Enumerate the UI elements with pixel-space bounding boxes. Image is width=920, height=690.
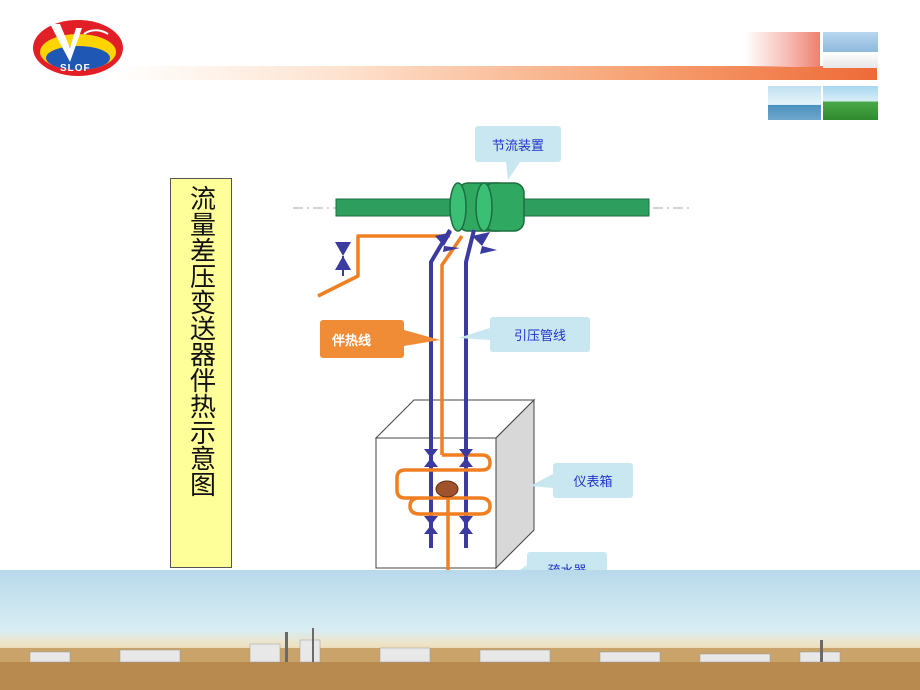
diagram-title: 流量差压变送器伴热示意图 xyxy=(185,185,216,497)
header-accent-block xyxy=(745,32,820,67)
instrument-box-label: 仪表箱 xyxy=(553,463,633,498)
header-band xyxy=(115,66,877,80)
throttle-device-label: 节流装置 xyxy=(475,126,561,162)
drain-valve-left xyxy=(335,242,351,276)
box-callout-pointer xyxy=(530,474,553,488)
throttle-callout-pointer xyxy=(506,162,520,180)
root-valve-left xyxy=(435,232,460,252)
logo-text: SLOF xyxy=(60,63,91,74)
bridge-photo xyxy=(768,86,821,120)
box-valve-upper-right xyxy=(459,449,473,467)
oilfield-photo xyxy=(823,86,878,120)
box-valve-lower-left xyxy=(424,516,438,534)
box-valve-lower-right xyxy=(459,516,473,534)
heat-callout-pointer xyxy=(404,330,440,346)
instrument-box-shape xyxy=(374,398,536,570)
root-valve-right xyxy=(472,232,497,254)
building-photo xyxy=(823,32,878,68)
impulse-line-label: 引压管线 xyxy=(490,317,590,352)
transmitter-body xyxy=(435,480,459,498)
throttle-device xyxy=(449,182,525,232)
box-valve-upper-left xyxy=(424,449,438,467)
oilfield-landscape xyxy=(0,570,920,690)
title-box: 流量差压变送器伴热示意图 xyxy=(170,178,232,568)
company-logo xyxy=(33,20,123,76)
heat-trace-line-label: 伴热线 xyxy=(320,320,404,358)
impulse-callout-pointer xyxy=(458,328,490,340)
